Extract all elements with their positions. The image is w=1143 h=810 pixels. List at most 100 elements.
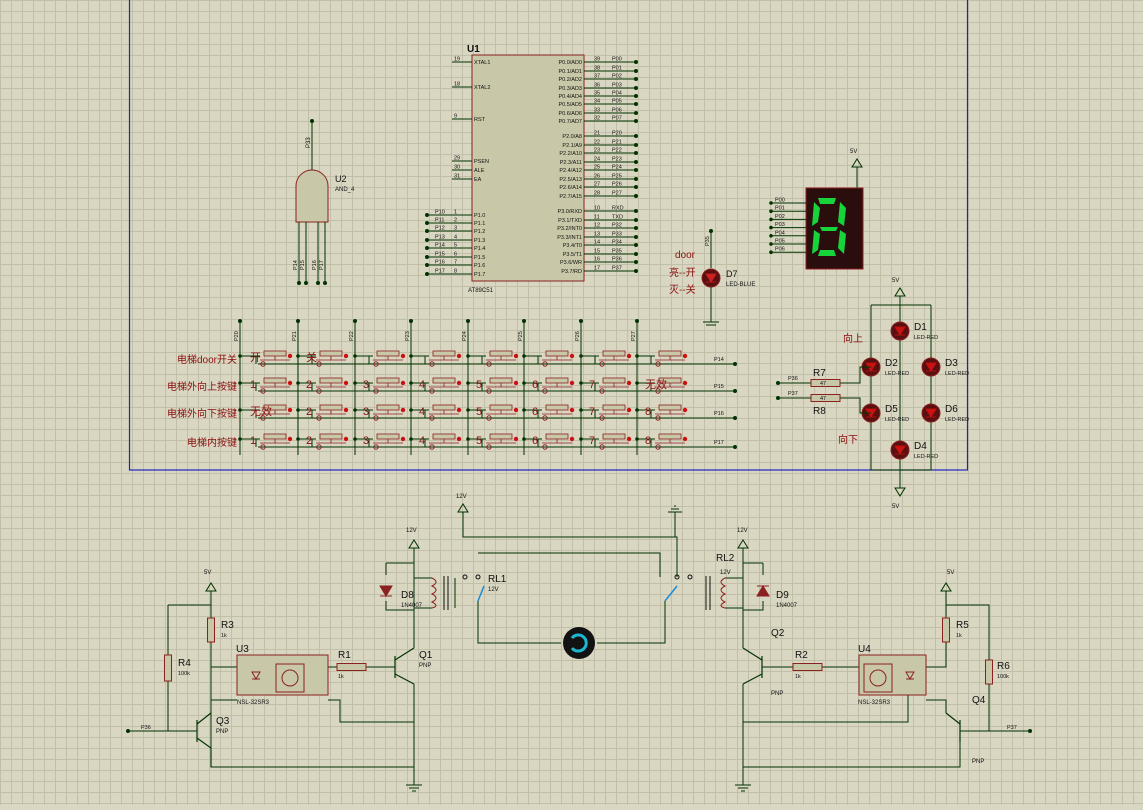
seg-pin-net: P02 xyxy=(775,214,785,220)
dir-led-group: D1LED-REDD2LED-REDD3LED-REDD5LED-REDD6LE… xyxy=(861,321,969,460)
door-led-d7[interactable]: door 亮--开 灭--关 P35 D7 LED-BLUE xyxy=(669,229,755,326)
r6-value: 100k xyxy=(997,674,1009,680)
keypad-key[interactable]: 8 xyxy=(635,433,688,450)
rl1-ref: RL1 xyxy=(488,574,507,585)
keypad-key-label: 5 xyxy=(476,406,482,418)
keypad-key[interactable]: 无效 xyxy=(238,404,293,421)
keypad-key[interactable]: 5 xyxy=(466,433,519,450)
r7-body xyxy=(810,379,841,387)
dir-vcc-bottom-icon xyxy=(894,487,906,497)
mcu-right-pin-name: P0.6/AD6 xyxy=(558,111,582,117)
keypad-key-label: 2 xyxy=(306,435,312,447)
mcu-right-pin-num: 11 xyxy=(594,215,600,221)
mcu-right-pin-num: 16 xyxy=(594,257,600,263)
door-net: P35 xyxy=(705,236,711,246)
mcu-left-pin-net: P14 xyxy=(435,243,445,249)
keypad-key[interactable]: 1 xyxy=(238,433,293,450)
keypad-key[interactable]: 2 xyxy=(296,377,349,394)
keypad-key[interactable]: 5 xyxy=(466,404,519,421)
keypad-key[interactable]: 3 xyxy=(353,404,406,421)
keypad-key[interactable]: 4 xyxy=(409,404,462,421)
mcu-right-pin-name: P2.2/A10 xyxy=(559,151,582,157)
motor-body xyxy=(563,627,595,659)
rl1-coil xyxy=(430,577,437,609)
r6-ref: R6 xyxy=(997,661,1010,672)
keypad-col-node xyxy=(353,319,357,323)
keypad-key-label: 开 xyxy=(250,352,261,364)
seg-pin-node xyxy=(769,250,773,254)
motor-ground-icon xyxy=(668,505,682,537)
keypad-key[interactable]: 5 xyxy=(466,377,519,394)
mcu-u1[interactable]: U1 AT89C51 19XTAL118XTAL29RST29PSEN30ALE… xyxy=(425,44,638,294)
keypad-key[interactable]: 2 xyxy=(296,433,349,450)
keypad-key[interactable] xyxy=(409,350,462,367)
keypad-key[interactable]: 1 xyxy=(238,377,293,394)
mcu-pin-node xyxy=(634,60,638,64)
r1-ref: R1 xyxy=(338,650,351,661)
segment xyxy=(812,230,820,254)
keypad-key[interactable] xyxy=(635,350,688,367)
keypad-key[interactable] xyxy=(579,350,632,367)
mcu-pin-node xyxy=(634,226,638,230)
mcu-pin-node xyxy=(634,119,638,123)
keypad-col-node xyxy=(466,319,470,323)
keypad-key[interactable] xyxy=(466,350,519,367)
mcu-pin-node xyxy=(634,185,638,189)
and-gate-u2[interactable]: P33 U2 AND_4 P14 P15 P16 P17 xyxy=(293,119,355,285)
keypad-key[interactable]: 7 xyxy=(579,377,632,394)
keypad-row-label: 电梯外向上按键 xyxy=(167,380,237,393)
motor-bridge[interactable]: 12V xyxy=(456,494,682,659)
and-gate-part: AND_4 xyxy=(335,187,355,193)
mcu-right-pin-num: 26 xyxy=(594,174,600,180)
keypad-row-net: P14 xyxy=(714,357,724,363)
mcu-left-pins: 19XTAL118XTAL29RST29PSEN30ALE31EA1P1.0P1… xyxy=(425,57,490,278)
q4-symbol xyxy=(945,712,961,742)
driver-left[interactable]: P36 5V 12V R3 1k R4 100k U3 NSL-32SR3 R1… xyxy=(126,528,507,792)
dir-vcc-bottom: 5V xyxy=(892,504,899,510)
direction-led-part: LED-RED xyxy=(945,371,969,377)
mcu-left-pin-num: 5 xyxy=(454,243,457,249)
driver-right[interactable]: P37 5V 12V R5 1k R6 100k U4 NSL-32SR3 R2… xyxy=(664,528,1032,792)
d9-symbol xyxy=(756,585,770,597)
r5-ref: R5 xyxy=(956,620,969,631)
keypad-key[interactable]: 7 xyxy=(579,404,632,421)
keypad-key[interactable]: 6 xyxy=(522,404,575,421)
keypad-key[interactable]: 4 xyxy=(409,377,462,394)
mcu-right-pin-name: P2.1/A9 xyxy=(562,143,582,149)
keypad-col-net: P26 xyxy=(575,331,581,341)
direction-led-ref: D6 xyxy=(945,404,958,415)
mcu-left-pin-num: 4 xyxy=(454,235,457,241)
mcu-right-pin-name: P0.3/AD3 xyxy=(558,86,582,92)
mcu-right-pin-net: P32 xyxy=(612,223,622,229)
keypad-key[interactable]: 2 xyxy=(296,404,349,421)
q2-type: PNP xyxy=(771,691,783,697)
r8-net: P37 xyxy=(788,391,798,397)
left-12v: 12V xyxy=(406,528,417,534)
keypad-key[interactable]: 8 xyxy=(635,404,688,421)
keypad-key[interactable]: 6 xyxy=(522,377,575,394)
keypad-key[interactable]: 3 xyxy=(353,433,406,450)
mcu-right-pin-num: 17 xyxy=(594,266,600,272)
keypad-key[interactable]: 3 xyxy=(353,377,406,394)
keypad-key[interactable]: 6 xyxy=(522,433,575,450)
mcu-left-pin-net: P12 xyxy=(435,226,445,232)
mcu-right-pin-net: P22 xyxy=(612,148,622,154)
keypad-key[interactable]: 开 xyxy=(238,350,293,367)
seg-pin-net: P00 xyxy=(775,198,785,204)
keypad-key-label: 6 xyxy=(532,379,538,391)
keypad-key[interactable]: 7 xyxy=(579,433,632,450)
keypad-key[interactable] xyxy=(522,350,575,367)
keypad-key[interactable]: 无效 xyxy=(635,377,688,394)
mcu-right-pin-net: P23 xyxy=(612,157,622,163)
keypad-key[interactable] xyxy=(353,350,406,367)
rl2-contact xyxy=(664,585,678,602)
direction-leds[interactable]: 5V 5V 向上 向下 D1LED-REDD2LED-REDD3LED-REDD… xyxy=(776,278,969,510)
r5-value: 1k xyxy=(956,633,962,639)
mcu-right-pin-num: 24 xyxy=(594,157,600,163)
mcu-right-pin-num: 34 xyxy=(594,99,600,105)
keypad-key[interactable]: 4 xyxy=(409,433,462,450)
keypad-key[interactable]: 关 xyxy=(296,350,349,367)
